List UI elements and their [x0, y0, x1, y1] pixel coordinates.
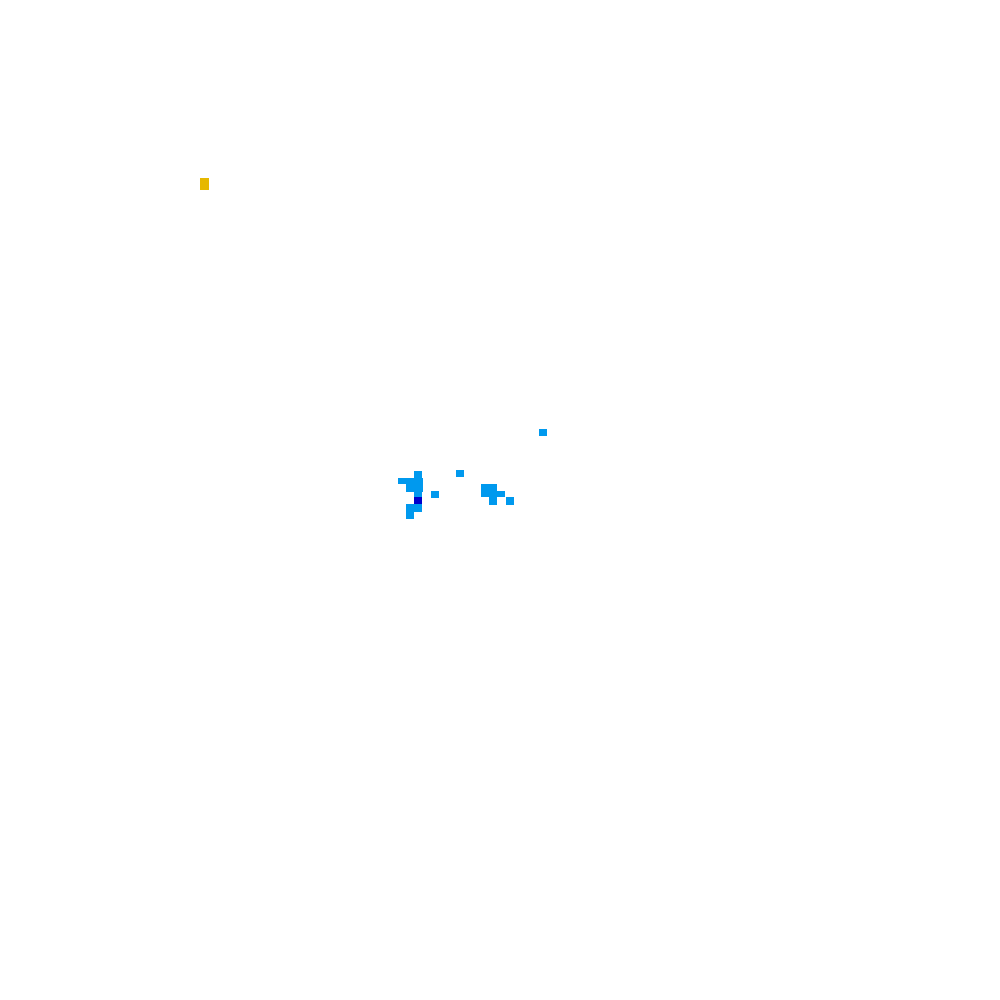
left-blue-cluster-part: [406, 511, 414, 519]
right-blue-cluster-part: [496, 491, 505, 497]
dark-blue-speck: [414, 497, 422, 505]
left-blue-cluster-part: [398, 478, 408, 484]
left-blue-cluster-part: [414, 471, 422, 479]
isolated-blue-speck: [539, 429, 547, 436]
left-blue-cluster-part: [414, 490, 422, 498]
left-blue-cluster-part: [406, 478, 423, 492]
center-blue-speck: [456, 470, 464, 477]
yellow-speck: [200, 178, 209, 190]
left-blue-cluster-part: [406, 504, 422, 512]
right-blue-cluster-part: [489, 497, 497, 505]
right-blue-cluster-part: [481, 484, 497, 497]
left-blue-cluster-part: [431, 491, 439, 498]
right-blue-cluster-part: [506, 497, 514, 505]
